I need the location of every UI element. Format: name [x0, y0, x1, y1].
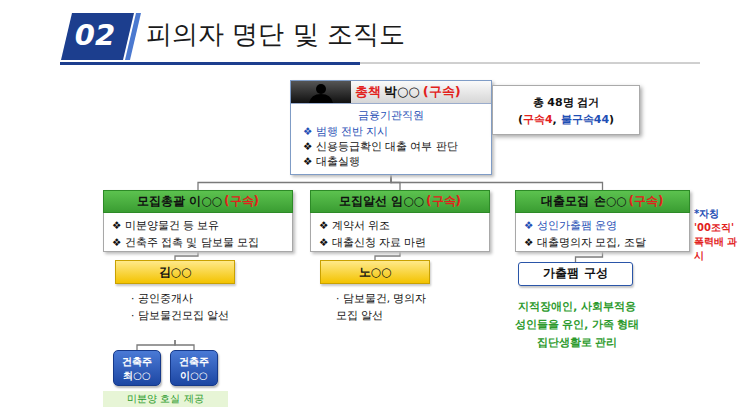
node-text: (구속) [629, 191, 664, 212]
title-rule-accent [60, 62, 360, 65]
connector-line [391, 175, 603, 190]
node-text: · 공인중개사 [131, 290, 193, 307]
node-text: · 담보물건모집 알선 [131, 307, 229, 324]
node-text: 건축주 [179, 355, 209, 369]
text-row: · 담보물건모집 알선 [115, 307, 235, 324]
node-text: 최○○ [123, 369, 150, 383]
group-box: 가출팸 구성 [518, 262, 633, 286]
connector-line [137, 340, 175, 350]
text-row: 가출팸 구성 [519, 263, 632, 284]
text-row: ❖ 대출신청 자료 마련 [311, 234, 489, 251]
node-text: 모집알선 임○○ [339, 191, 424, 212]
connector-line [375, 252, 400, 260]
node-text: (구속) [423, 81, 461, 103]
node-text: 금융기관직원 [358, 108, 424, 124]
node-text: ❖ 계약서 위조 [319, 217, 390, 234]
node-text: · 담보물건, 명의자 모집 알선 [336, 290, 430, 324]
text-row: 대출모집 손○○(구속) [515, 190, 690, 213]
connector-line [175, 340, 194, 350]
text-row: 노○○ [320, 260, 430, 284]
node-text: (구속) [426, 191, 461, 212]
node-text: 김○○ [159, 261, 192, 283]
node-text: , [553, 111, 557, 128]
description-note: 지적장애인, 사회부적응 성인들을 유인, 가족 형태 집단생활로 관리 [511, 297, 643, 351]
node-text: 노○○ [359, 261, 392, 283]
builder-box: 건축주최○○ [113, 350, 161, 386]
role-box: 대출모집 손○○(구속) ❖ 성인가출팸 운영❖ 대출명의자 모집, 조달 [515, 190, 690, 252]
text-row: 모집총괄 이○○(구속) [103, 190, 293, 213]
text-row: 건축주 [114, 355, 160, 369]
text-row: 금융기관직원 [291, 108, 491, 124]
text-row: ❖ 범행 전반 지시 [291, 124, 491, 139]
node-text: ❖ 대출실행 [303, 154, 360, 169]
member-box: 노○○ · 담보물건, 명의자 모집 알선 [320, 260, 430, 340]
text-row: 모집알선 임○○(구속) [310, 190, 490, 213]
title-text: 피의자 명단 및 조직도 [146, 17, 405, 52]
text-row: 김○○ [115, 260, 235, 284]
node-text: 모집총괄 이○○ [137, 191, 222, 212]
text-row: 최○○ [114, 369, 160, 383]
node-text: ❖ 대출신청 자료 마련 [319, 234, 426, 251]
node-text: 이○○ [180, 369, 207, 383]
text-row: 총 48명 검거 [493, 94, 639, 111]
node-text: ❖ 건축주 접촉 및 담보물 모집 [112, 234, 259, 251]
text-row: ❖ 건축주 접촉 및 담보물 모집 [104, 234, 292, 251]
role-box: 모집총괄 이○○(구속) ❖ 미분양물건 등 보유❖ 건축주 접촉 및 담보물 모… [103, 190, 293, 252]
node-text: ) [609, 111, 614, 128]
node-text: (구속) [224, 191, 259, 212]
node-text: 총 48명 검거 [533, 94, 600, 111]
text-row: (구속4,불구속44) [493, 111, 639, 128]
node-text: ( [518, 111, 523, 128]
node-text: 대출모집 손○○ [541, 191, 626, 212]
role-box: 모집알선 임○○(구속) ❖ 계약서 위조❖ 대출신청 자료 마련 [310, 190, 490, 252]
connector-line [198, 175, 391, 190]
text-row: · 공인중개사 [115, 290, 235, 307]
text-row: 이○○ [171, 369, 217, 383]
badge-stripe [125, 13, 141, 60]
number-badge [61, 13, 134, 60]
text-row: ❖ 대출명의자 모집, 조달 [516, 234, 689, 251]
text-row: · 담보물건, 명의자 모집 알선 [320, 290, 430, 324]
text-row: ❖ 신용등급확인 대출 여부 판단 [291, 139, 491, 154]
side-note: *자칭 [694, 207, 744, 221]
node-text: 가출팸 구성 [543, 263, 607, 284]
text-row: 건축주 [171, 355, 217, 369]
connector-line [576, 252, 603, 262]
text-row: ❖ 대출실행 [291, 154, 491, 169]
node-text: ❖ 범행 전반 지시 [303, 124, 388, 139]
member-box: 김○○ · 공인중개사· 담보물건모집 알선 [115, 260, 235, 340]
side-note: '00조직' 폭력배 과시 [694, 221, 745, 263]
node-text: 총책 [355, 81, 381, 103]
section-number: 02 [62, 18, 128, 52]
connector-line [175, 252, 198, 260]
node-text: 구속4 [523, 111, 553, 128]
node-text: ❖ 대출명의자 모집, 조달 [524, 234, 646, 251]
caption-band: 미분양 호실 제공 [103, 391, 228, 407]
leader-silhouette [291, 81, 351, 103]
builder-box: 건축주이○○ [170, 350, 218, 386]
summary-box: 총 48명 검거(구속4,불구속44) [492, 85, 640, 135]
text-row: ❖ 계약서 위조 [311, 217, 489, 234]
node-text: ❖ 미분양물건 등 보유 [112, 217, 219, 234]
node-text: 불구속44 [561, 111, 609, 128]
node-text: ❖ 신용등급확인 대출 여부 판단 [303, 139, 458, 154]
text-row: ❖ 성인가출팸 운영 [516, 217, 689, 234]
node-text: ❖ 성인가출팸 운영 [524, 217, 617, 234]
text-row: ❖ 미분양물건 등 보유 [104, 217, 292, 234]
node-text: 건축주 [122, 355, 152, 369]
node-text: 박○○ [384, 81, 420, 103]
